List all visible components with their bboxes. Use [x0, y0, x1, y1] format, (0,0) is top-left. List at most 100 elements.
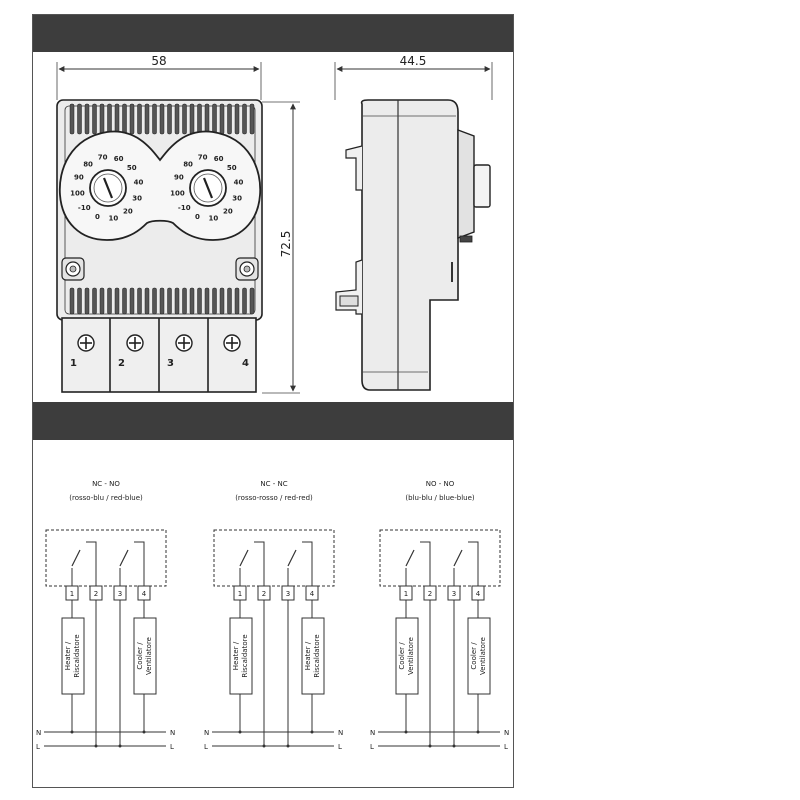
- load-left: [229, 617, 253, 695]
- front-terminal-label-2: 2: [118, 358, 125, 369]
- switch-contact: [119, 549, 129, 567]
- dial-scale-label: 100: [70, 189, 85, 197]
- mounting-hole-left: [61, 257, 85, 281]
- wiring-subtitle: (rosso-blu / red-blue): [69, 494, 143, 502]
- dial-scale-label: 80: [183, 160, 193, 168]
- neutral-label-right: N: [338, 729, 343, 737]
- din-clip-top: [345, 145, 363, 191]
- front-terminal-label-4: 4: [242, 358, 249, 369]
- vent-slot: [92, 103, 97, 135]
- wiring-title: NC - NO: [92, 480, 120, 488]
- switch-contact: [453, 549, 463, 567]
- neutral-label-right: N: [170, 729, 175, 737]
- wiring-terminal-label: 2: [262, 590, 266, 598]
- dial-scale-label: 10: [209, 215, 219, 223]
- dial-scale-label: 100: [170, 189, 185, 197]
- vent-slot: [84, 287, 90, 315]
- vent-slot: [159, 287, 165, 315]
- header-band-wiring: [32, 402, 514, 440]
- wiring-terminal-label: 2: [428, 590, 432, 598]
- front-terminal-block: 1 2 3 4: [61, 317, 257, 393]
- vent-slot: [249, 103, 255, 135]
- dial-scale-label: 80: [83, 160, 93, 168]
- neutral-label-left: N: [370, 729, 375, 737]
- vent-slot: [212, 103, 217, 135]
- dial-scale-label: 70: [98, 153, 108, 161]
- vent-slot: [159, 103, 165, 135]
- vent-slot: [219, 103, 225, 135]
- vent-slot: [77, 103, 82, 135]
- line-label-left: L: [204, 743, 208, 751]
- vent-slot: [152, 287, 157, 315]
- dial-scale-label: 20: [123, 208, 133, 216]
- vent-slot: [129, 103, 135, 135]
- mounting-hole-right: [235, 257, 259, 281]
- dial-scale-label: -10: [78, 204, 91, 212]
- wiring-terminal-label: 2: [94, 590, 98, 598]
- front-terminal-label-3: 3: [167, 358, 174, 369]
- neutral-label-right: N: [504, 729, 509, 737]
- vent-slot: [167, 287, 172, 315]
- vent-slot: [99, 103, 105, 135]
- wiring-terminal-label: 4: [142, 590, 147, 598]
- page-frame: [32, 14, 514, 788]
- terminal-screw-1[interactable]: [77, 334, 95, 352]
- wiring-terminal-label: 1: [70, 590, 74, 598]
- load-left: [395, 617, 419, 695]
- wiring-terminal-label: 4: [476, 590, 481, 598]
- load-label: Cooler /Ventilatore: [398, 637, 415, 675]
- dial-scale-label: -10: [178, 204, 191, 212]
- dial-scale-label: 0: [95, 213, 100, 221]
- wiring-title: NC - NC: [260, 480, 287, 488]
- vent-slot: [234, 103, 240, 135]
- load-label: Heater /Riscaldatore: [304, 634, 321, 677]
- vent-slot: [242, 287, 247, 315]
- vent-slot: [249, 287, 255, 315]
- vent-slot: [114, 103, 120, 135]
- vent-slot: [242, 103, 247, 135]
- vent-slot: [84, 103, 90, 135]
- dial-scale-label: 50: [227, 164, 237, 172]
- bottom-vent-slots: [69, 287, 255, 315]
- vent-slot: [182, 103, 187, 135]
- vent-slot: [107, 103, 112, 135]
- vent-slot: [144, 287, 150, 315]
- wiring-terminal-label: 3: [118, 590, 122, 598]
- wiring-subtitle: (rosso-rosso / red-red): [235, 494, 313, 502]
- load-label: Cooler /Ventilatore: [470, 637, 487, 675]
- load-right: [133, 617, 157, 695]
- vent-slot: [69, 287, 75, 315]
- wiring-terminal-label: 1: [404, 590, 408, 598]
- side-depth-label: 44.5: [400, 54, 427, 68]
- vent-slot: [167, 103, 172, 135]
- wiring-terminal-label: 3: [286, 590, 290, 598]
- vent-slot: [92, 287, 97, 315]
- vent-slot: [137, 287, 142, 315]
- wiring-diagrams: NC - NO (rosso-blu / red-blue) 1 2 3 4Heater …: [36, 480, 509, 751]
- dial-scale-label: 20: [223, 208, 233, 216]
- line-label-right: L: [504, 743, 508, 751]
- dial-scale-label: 40: [134, 179, 144, 187]
- vent-slot: [144, 103, 150, 135]
- load-left: [61, 617, 85, 695]
- terminal-screw-2[interactable]: [126, 334, 144, 352]
- terminal-screw-3[interactable]: [175, 334, 193, 352]
- vent-slot: [129, 287, 135, 315]
- line-label-right: L: [170, 743, 174, 751]
- terminal-screw-4[interactable]: [223, 334, 241, 352]
- dial-scale-label: 30: [132, 195, 142, 203]
- dimension-front-width: 58: [56, 54, 262, 100]
- vent-slot: [122, 287, 127, 315]
- vent-slot: [107, 287, 112, 315]
- vent-slot: [152, 103, 157, 135]
- switch-contact: [287, 549, 297, 567]
- neutral-label-left: N: [204, 729, 209, 737]
